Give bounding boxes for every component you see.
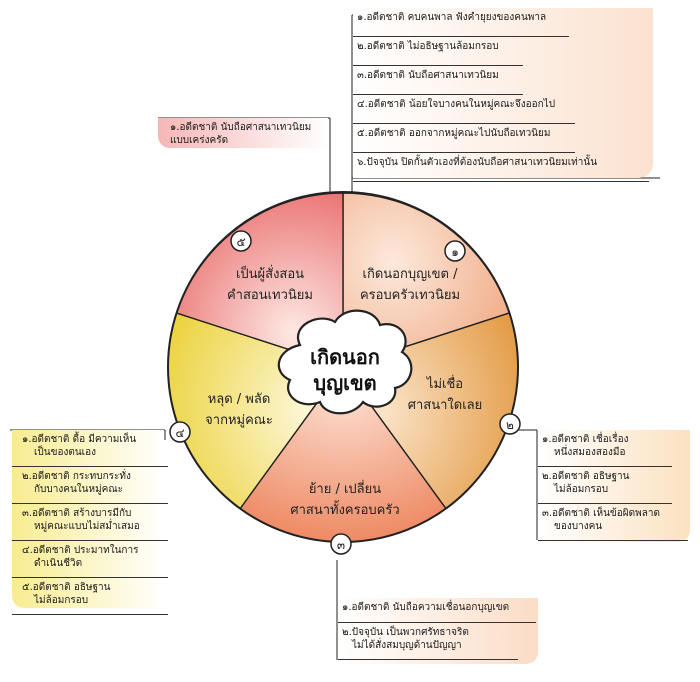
svg-text:๒: ๒ xyxy=(506,418,514,432)
note-item: ๒.อดีตชาติ กระทบกระทั่งกับบางคนในหมู่คณะ xyxy=(12,467,168,504)
center-line2: บุญเขต xyxy=(313,371,376,396)
note-item: ๕.อดีตชาติ ออกจากหมู่คณะไปนับถือเทวนิยม xyxy=(353,124,575,153)
note-item: ๒.อดีตชาติ ไม่อธิษฐานล้อมกรอบ xyxy=(353,37,523,66)
svg-text:๓: ๓ xyxy=(337,538,345,552)
note-item: ๔.อดีตชาติ ประมาทในการดำเนินชีวิต xyxy=(12,541,168,578)
note-item: ๑.อดีตชาติ เชื่อเรื่องหนึ่งสมองสองมือ xyxy=(538,430,672,467)
segment-number-2: ๒ xyxy=(499,413,521,435)
note-item: ๕.อดีตชาติ อธิษฐานไม่ล้อมกรอบ xyxy=(12,578,168,615)
segment-3-label-line2: ศาสนาทั้งครอบครัว xyxy=(290,500,399,518)
notes-top-right: ๑.อดีตชาติ คบคนพาล ฟังคำยุยงของคนพาล ๒.อ… xyxy=(353,8,653,182)
segment-1-label-line1: เกิดนอกบุญเขต / xyxy=(363,267,459,282)
segment-5-label-line1: เป็นผู้สั่งสอน xyxy=(236,264,304,282)
segment-number-1: ๑ xyxy=(444,240,466,262)
note-item: ๒.ปัจจุบัน เป็นพวกศรัทธาจริตไม่ได้สั่งสม… xyxy=(338,623,518,660)
center-cloud: เกิดนอก บุญเขต xyxy=(277,309,413,415)
center-line1: เกิดนอก xyxy=(310,345,380,369)
note-item: ๒.อดีตชาติ อธิษฐานไม่ล้อมกรอบ xyxy=(538,467,672,504)
note-item: ๑.อดีตชาติ นับถือความเชื่อนอกบุญเขต xyxy=(338,598,536,623)
segment-number-4: ๔ xyxy=(169,421,191,443)
segment-4-label-line1: หลุด / พลัด xyxy=(208,392,271,407)
note-item: ๑.อดีตชาติ นับถือศาสนาเทวนิยมแบบเคร่งครั… xyxy=(170,122,312,146)
segment-3-label-line1: ย้าย / เปลี่ยน xyxy=(309,480,381,497)
note-item: ๖.ปัจจุบัน ปิดกั้นตัวเองที่ต้องนับถือศาส… xyxy=(353,153,649,182)
note-item: ๓.อดีตชาติ สร้างบารมีกับหมู่คณะแบบไม่สม่… xyxy=(12,504,168,541)
svg-text:๔: ๔ xyxy=(175,426,184,440)
note-item: ๓.อดีตชาติ นับถือศาสนาเทวนิยม xyxy=(353,66,523,95)
segment-2-label-line2: ศาสนาใดเลย xyxy=(408,397,483,413)
note-item: ๑.อดีตชาติ ดื้อ มีความเห็นเป็นของตนเอง xyxy=(12,430,168,467)
segment-1-label-line2: ครอบครัวเทวนิยม xyxy=(360,288,460,303)
svg-text:๑: ๑ xyxy=(451,245,459,259)
segment-2-label-line1: ไม่เชื่อ xyxy=(426,375,463,392)
svg-text:๕: ๕ xyxy=(236,235,245,249)
note-item: ๑.อดีตชาติ คบคนพาล ฟังคำยุยงของคนพาล xyxy=(353,8,569,37)
notes-bottom: ๑.อดีตชาติ นับถือความเชื่อนอกบุญเขต ๒.ปั… xyxy=(338,598,538,664)
segment-number-3: ๓ xyxy=(330,533,352,555)
note-item: ๔.อดีตชาติ น้อยใจบางคนในหมู่คณะจึงออกไป xyxy=(353,95,575,124)
note-item: ๓.อดีตชาติ เห็นข้อผิดพลาดของบางคน xyxy=(538,504,688,541)
segment-number-5: ๕ xyxy=(230,230,252,252)
notes-right: ๑.อดีตชาติ เชื่อเรื่องหนึ่งสมองสองมือ ๒.… xyxy=(538,430,690,542)
notes-top-left: ๑.อดีตชาติ นับถือศาสนาเทวนิยมแบบเคร่งครั… xyxy=(158,118,328,148)
segment-4-label-line2: จากหมู่คณะ xyxy=(205,413,273,428)
segment-5-label-line2: คำสอนเทวนิยม xyxy=(227,288,313,303)
notes-left: ๑.อดีตชาติ ดื้อ มีความเห็นเป็นของตนเอง ๒… xyxy=(12,430,168,615)
